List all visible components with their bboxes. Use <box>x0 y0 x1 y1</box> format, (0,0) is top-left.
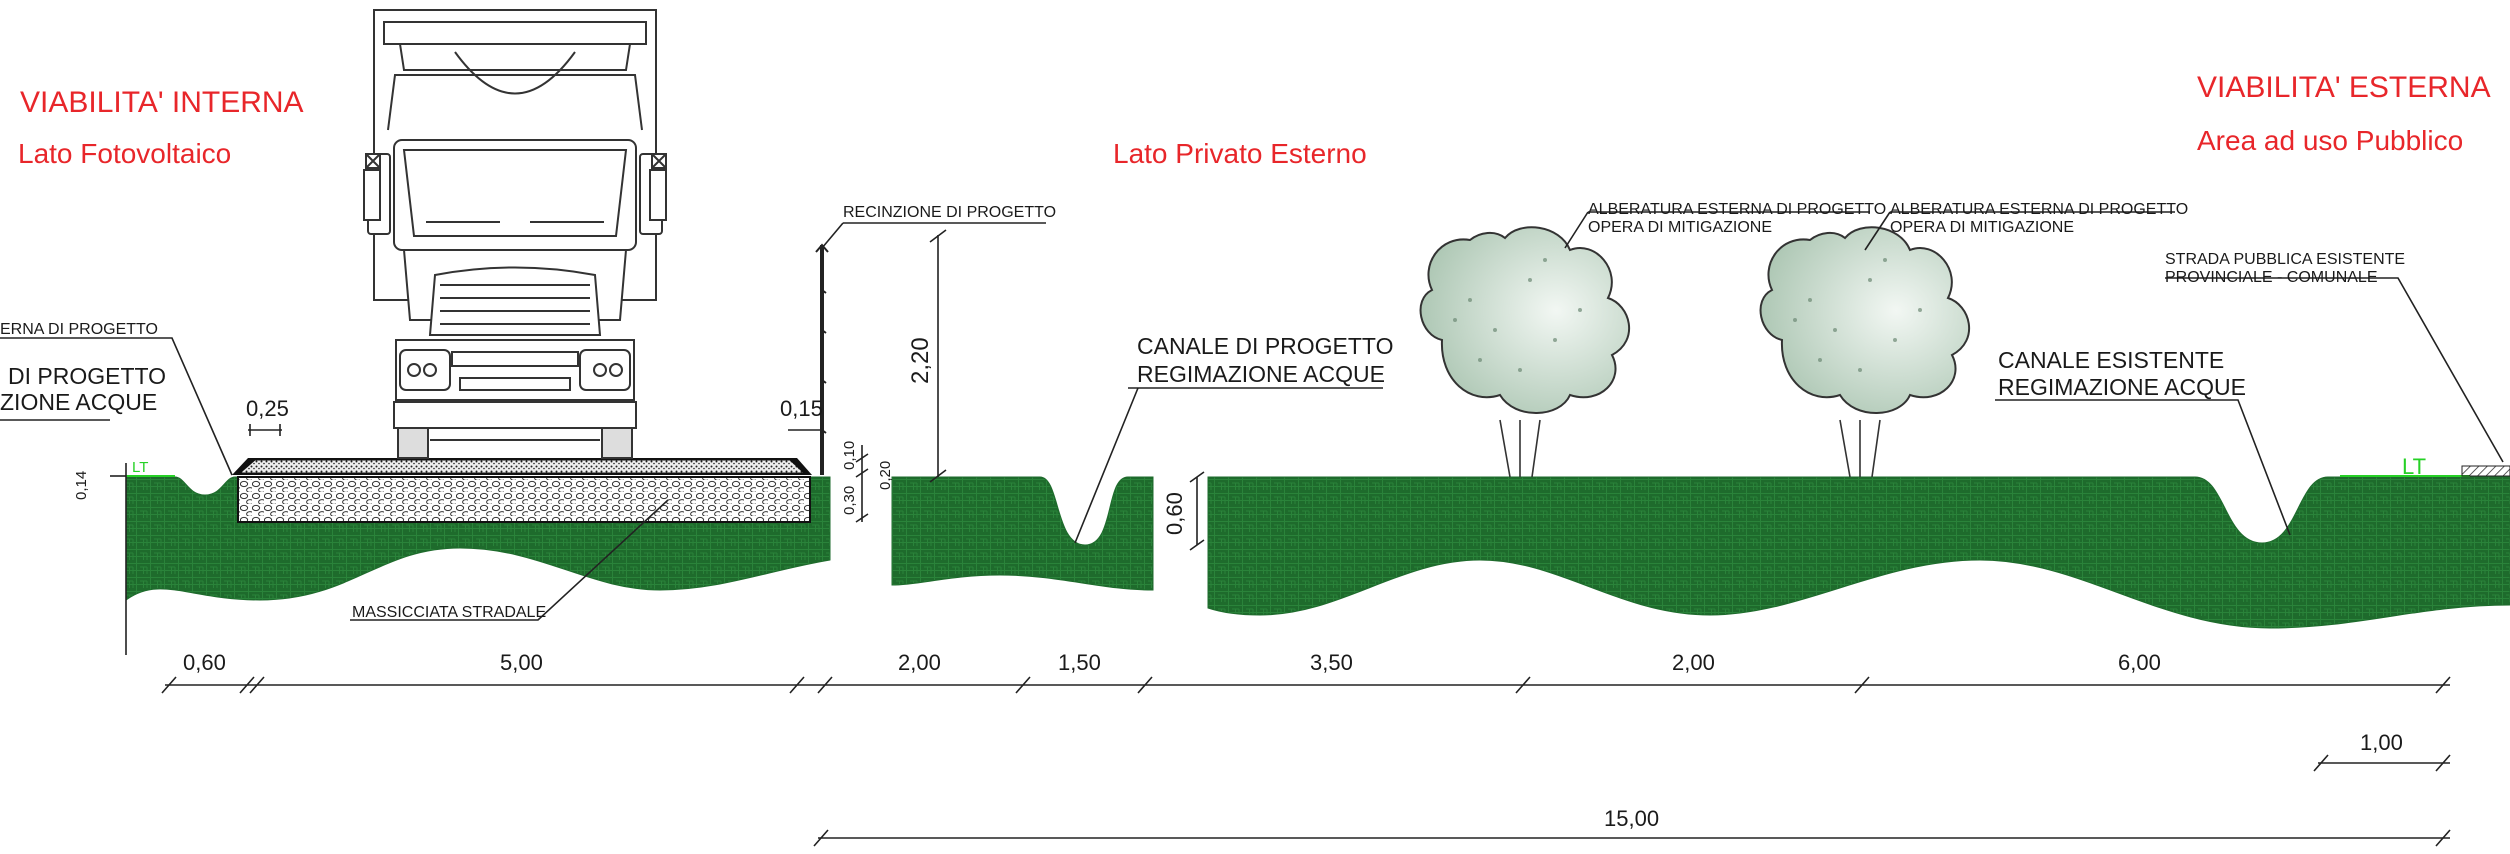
dim-fence-offset: 0,15 <box>780 396 823 421</box>
dim-bottom-1: 0,60 <box>183 650 226 675</box>
lt-marker-right: LT <box>2402 454 2426 479</box>
leader-lines <box>0 211 2504 621</box>
dim-bottom-6: 2,00 <box>1672 650 1715 675</box>
fence-post-icon <box>815 243 829 475</box>
center-title: Lato Privato Esterno <box>1113 138 1367 169</box>
tree-icon <box>1419 226 1631 478</box>
dim-canal-depth: 0,60 <box>1162 492 1187 535</box>
dim-layer-top: 0,10 <box>841 441 858 470</box>
tree-label-2-line1: ALBERATURA ESTERNA DI PROGETTO <box>1890 201 2188 218</box>
dim-layer-mid: 0,20 <box>877 461 894 490</box>
canal-project-line2: REGIMAZIONE ACQUE <box>1137 361 1385 387</box>
road-bed <box>232 458 812 523</box>
dim-bottom-2: 5,00 <box>500 650 543 675</box>
left-title: VIABILITA' INTERNA <box>20 86 304 119</box>
dim-layer-base: 0,30 <box>841 486 858 515</box>
canal-project-line1: CANALE DI PROGETTO <box>1137 333 1393 359</box>
right-subtitle: Area ad uso Pubblico <box>2197 125 2463 156</box>
tree-label-2-line2: OPERA DI MITIGAZIONE <box>1890 219 2074 236</box>
public-road-edge <box>2461 465 2510 477</box>
tree-label-1-line1: ALBERATURA ESTERNA DI PROGETTO <box>1588 201 1886 218</box>
left-canal-line1: DI PROGETTO <box>8 363 166 389</box>
left-cut-label: ERNA DI PROGETTO <box>0 321 158 338</box>
dim-scale-ref: 1,00 <box>2360 730 2403 755</box>
canal-existing-line2: REGIMAZIONE ACQUE <box>1998 374 2246 400</box>
dim-bottom-4: 1,50 <box>1058 650 1101 675</box>
dim-bottom-5: 3,50 <box>1310 650 1353 675</box>
fence-label: RECINZIONE DI PROGETTO <box>843 204 1056 221</box>
dim-fence-height: 2,20 <box>907 337 934 384</box>
road-bed-label: MASSICCIATA STRADALE <box>352 604 546 621</box>
public-road-line2: PROVINCIALE - COMUNALE <box>2165 269 2377 286</box>
public-road-line1: STRADA PUBBLICA ESISTENTE <box>2165 251 2405 268</box>
dimension-lines <box>110 229 2451 847</box>
terrain-middle <box>891 476 1154 591</box>
tree-icon <box>1759 226 1971 478</box>
left-subtitle: Lato Fotovoltaico <box>18 138 231 169</box>
dim-bottom-7: 6,00 <box>2118 650 2161 675</box>
canal-existing-line1: CANALE ESISTENTE <box>1998 347 2224 373</box>
dim-road-edge: 0,25 <box>246 396 289 421</box>
tree-label-1-line2: OPERA DI MITIGAZIONE <box>1588 219 1772 236</box>
dim-total: 15,00 <box>1604 806 1659 831</box>
dim-bottom-3: 2,00 <box>898 650 941 675</box>
terrain-right <box>1207 476 2510 629</box>
right-title: VIABILITA' ESTERNA <box>2197 71 2491 104</box>
truck-front-icon <box>363 9 667 459</box>
left-canal-line2: ZIONE ACQUE <box>0 389 157 415</box>
lt-marker-left: LT <box>132 459 148 476</box>
dim-left-depth: 0,14 <box>73 471 90 500</box>
